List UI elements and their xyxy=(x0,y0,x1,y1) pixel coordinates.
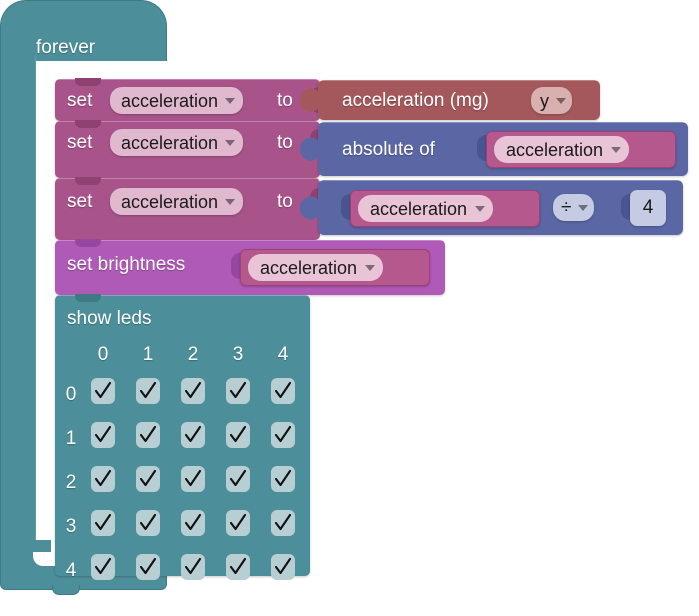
to-label-3: to xyxy=(277,191,293,212)
absolute-of-label: absolute of xyxy=(342,139,435,160)
chevron-down-icon xyxy=(225,97,236,104)
chevron-down-icon xyxy=(475,205,486,212)
divisor-number-field[interactable]: 4 xyxy=(630,190,666,226)
led-row-header-2: 2 xyxy=(65,472,77,493)
set-variable-block-1[interactable]: set acceleration to xyxy=(55,78,321,121)
led-cell-3-0[interactable] xyxy=(91,510,115,536)
led-row-header-1: 1 xyxy=(65,428,77,449)
led-cell-2-3[interactable] xyxy=(226,466,250,492)
forever-block-header xyxy=(0,0,167,61)
chevron-down-icon xyxy=(225,139,236,146)
set-variable-block-2[interactable]: set acceleration to xyxy=(55,120,321,178)
led-col-header-3: 3 xyxy=(232,344,244,365)
led-cell-3-3[interactable] xyxy=(226,510,250,536)
acceleration-variable-reporter-1[interactable]: acceleration xyxy=(486,131,676,168)
led-row-header-4: 4 xyxy=(65,560,77,581)
variable-dropdown-label-2: acceleration xyxy=(121,132,219,153)
led-cell-0-4[interactable] xyxy=(271,378,295,404)
led-row-header-3: 3 xyxy=(65,516,77,537)
variable-pill[interactable]: acceleration xyxy=(248,254,384,281)
led-cell-2-4[interactable] xyxy=(271,466,295,492)
set-brightness-label: set brightness xyxy=(67,254,186,275)
variable-label: acceleration xyxy=(260,257,358,278)
set-label-2: set xyxy=(67,132,93,153)
led-col-header-1: 1 xyxy=(142,344,154,365)
variable-label: acceleration xyxy=(370,198,468,219)
division-right-socket xyxy=(621,194,632,220)
acceleration-variable-reporter-3[interactable]: acceleration xyxy=(240,249,430,286)
variable-dropdown-1[interactable]: acceleration xyxy=(110,87,244,114)
led-row-header-0: 0 xyxy=(65,384,77,405)
axis-dropdown-label: y xyxy=(540,90,549,111)
division-reporter[interactable]: acceleration ÷ 4 xyxy=(300,180,683,235)
variable-pill[interactable]: acceleration xyxy=(358,195,494,222)
led-cell-1-2[interactable] xyxy=(181,422,205,448)
brightness-value-socket xyxy=(231,253,242,279)
reporter-plug xyxy=(300,196,321,220)
absolute-operand-socket xyxy=(477,135,488,161)
led-cell-4-4[interactable] xyxy=(271,554,295,580)
forever-bottom-tab xyxy=(52,585,80,595)
axis-dropdown[interactable]: y xyxy=(531,87,572,114)
absolute-of-reporter[interactable]: absolute of acceleration xyxy=(300,122,688,176)
division-left-socket xyxy=(341,194,352,220)
set-label-1: set xyxy=(67,90,93,111)
led-cell-4-1[interactable] xyxy=(136,554,160,580)
led-cell-0-1[interactable] xyxy=(136,378,160,404)
forever-block-left-rail xyxy=(0,55,36,565)
show-leds-block[interactable]: show leds 0 1 2 3 4 0 1 2 3 4 xyxy=(55,294,310,580)
variable-dropdown-2[interactable]: acceleration xyxy=(110,129,244,156)
led-cell-1-3[interactable] xyxy=(226,422,250,448)
to-label-2: to xyxy=(277,132,293,153)
led-col-header-4: 4 xyxy=(277,344,289,365)
set-label-3: set xyxy=(67,191,93,212)
led-cell-0-0[interactable] xyxy=(91,378,115,404)
variable-dropdown-label-3: acceleration xyxy=(121,191,219,212)
operator-label: ÷ xyxy=(561,196,572,218)
acceleration-input-reporter[interactable]: acceleration (mg) y xyxy=(300,80,600,120)
led-cell-2-0[interactable] xyxy=(91,466,115,492)
block-notch xyxy=(75,120,101,128)
led-cell-2-2[interactable] xyxy=(181,466,205,492)
led-cell-3-4[interactable] xyxy=(271,510,295,536)
variable-dropdown-label-1: acceleration xyxy=(121,90,219,111)
forever-label: forever xyxy=(36,37,96,58)
chevron-down-icon xyxy=(556,97,566,104)
acceleration-mg-label: acceleration (mg) xyxy=(342,90,489,111)
show-leds-label: show leds xyxy=(67,308,152,329)
reporter-plug xyxy=(300,137,321,161)
acceleration-variable-reporter-2[interactable]: acceleration xyxy=(350,190,540,227)
chevron-down-icon xyxy=(365,264,376,271)
reporter-plug xyxy=(300,88,321,112)
led-cell-4-0[interactable] xyxy=(91,554,115,580)
set-brightness-block[interactable]: set brightness acceleration xyxy=(55,239,445,295)
led-cell-2-1[interactable] xyxy=(136,466,160,492)
set-variable-block-3[interactable]: set acceleration to xyxy=(55,177,321,240)
chevron-down-icon xyxy=(578,204,589,211)
led-matrix-field[interactable]: 0 1 2 3 4 0 1 2 3 4 xyxy=(55,295,310,580)
led-cell-0-2[interactable] xyxy=(181,378,205,404)
led-cell-1-0[interactable] xyxy=(91,422,115,448)
led-cell-3-1[interactable] xyxy=(136,510,160,536)
block-notch xyxy=(75,78,101,86)
led-col-header-2: 2 xyxy=(187,344,199,365)
block-notch xyxy=(75,177,101,185)
operator-dropdown[interactable]: ÷ xyxy=(553,194,595,221)
led-cell-1-1[interactable] xyxy=(136,422,160,448)
led-cell-4-2[interactable] xyxy=(181,554,205,580)
variable-label: acceleration xyxy=(506,139,604,160)
led-cell-1-4[interactable] xyxy=(271,422,295,448)
variable-pill[interactable]: acceleration xyxy=(494,136,630,163)
to-label-1: to xyxy=(277,90,293,111)
led-cell-4-3[interactable] xyxy=(226,554,250,580)
led-cell-0-3[interactable] xyxy=(226,378,250,404)
led-cell-3-2[interactable] xyxy=(181,510,205,536)
chevron-down-icon xyxy=(611,146,622,153)
chevron-down-icon xyxy=(225,198,236,205)
block-notch xyxy=(75,294,101,302)
block-notch xyxy=(75,239,101,247)
variable-dropdown-3[interactable]: acceleration xyxy=(110,188,244,215)
led-col-header-0: 0 xyxy=(97,344,109,365)
